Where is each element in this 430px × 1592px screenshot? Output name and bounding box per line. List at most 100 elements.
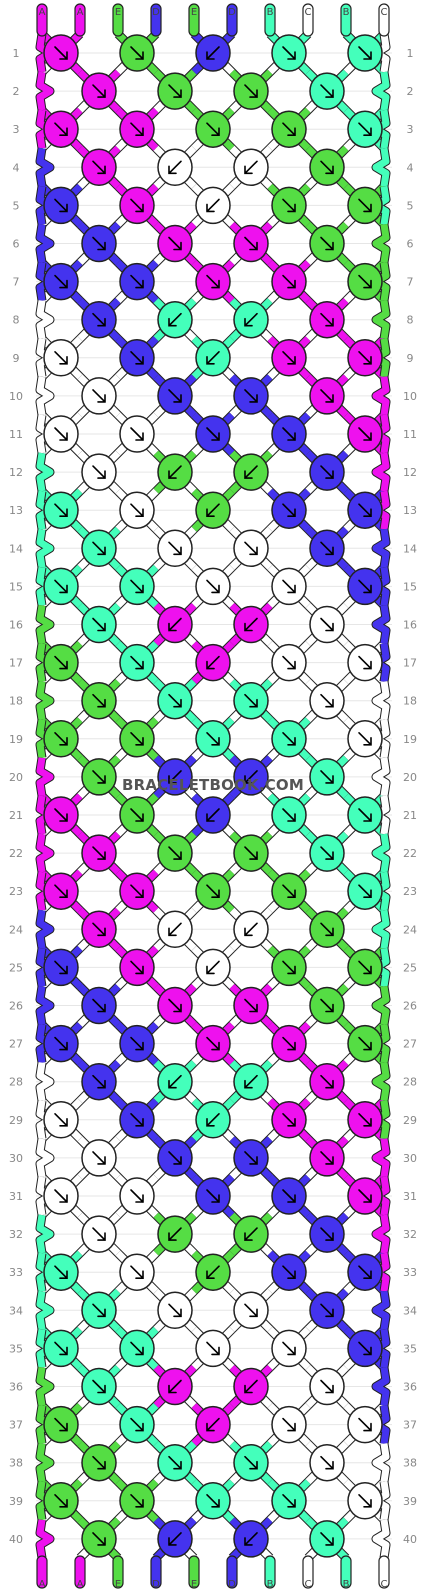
arrow-down-left-icon: [244, 1227, 258, 1241]
arrow-down-right-icon: [282, 1036, 296, 1051]
arrow-down-right-icon: [358, 1189, 372, 1203]
knot: [271, 1177, 307, 1215]
knot: [157, 529, 193, 568]
knot: [271, 339, 307, 377]
knot: [43, 567, 79, 606]
arrow-down-right-icon: [320, 1227, 334, 1241]
row-number-right: 7: [407, 276, 414, 289]
knot: [43, 1405, 79, 1444]
knot: [195, 1329, 231, 1368]
knot: [157, 1520, 193, 1558]
knot: [195, 110, 231, 148]
knot: [119, 948, 155, 987]
knot: [271, 567, 307, 606]
knot: [195, 872, 231, 910]
arrow-down-right-icon: [282, 884, 296, 898]
edge-strand-right: [372, 1519, 390, 1559]
edge-strand-left: [36, 300, 54, 340]
knot: [43, 491, 79, 529]
knot: [347, 491, 383, 529]
strand-end-top: [36, 3, 48, 37]
arrow-down-right-icon: [54, 1494, 68, 1508]
knot: [157, 72, 193, 110]
arrow-down-right-icon: [320, 84, 334, 98]
arrow-down-right-icon: [54, 46, 68, 60]
row-number-left: 9: [13, 352, 20, 365]
arrow-down-right-icon: [320, 465, 334, 479]
arrow-down-right-icon: [320, 1532, 334, 1546]
arrow-down-right-icon: [92, 1532, 106, 1546]
arrow-down-left-icon: [206, 960, 220, 975]
knot: [347, 720, 383, 758]
strand-end-bottom: [188, 1555, 200, 1589]
knot: [309, 148, 345, 187]
knot: [271, 1101, 307, 1139]
knot: [309, 72, 345, 110]
knot: [195, 796, 231, 834]
knot: [347, 415, 383, 453]
knot: [119, 262, 155, 301]
knot: [309, 453, 345, 491]
arrow-down-left-icon: [168, 922, 182, 937]
knot: [195, 948, 231, 987]
arrow-down-right-icon: [130, 732, 144, 746]
arrow-down-right-icon: [54, 1189, 68, 1203]
arrow-down-right-icon: [92, 617, 106, 632]
row-number-left: 20: [9, 771, 23, 784]
knot: [119, 491, 155, 529]
edge-strand-right: [372, 604, 390, 645]
knot: [81, 1291, 117, 1330]
knot: [81, 910, 117, 949]
row-number-left: 29: [9, 1114, 23, 1127]
arrow-down-right-icon: [358, 1036, 372, 1051]
knot: [43, 339, 79, 377]
knot: [233, 910, 269, 949]
arrow-down-left-icon: [244, 312, 258, 327]
arrow-down-right-icon: [206, 1494, 220, 1508]
arrow-down-right-icon: [358, 122, 372, 136]
knot: [157, 453, 193, 491]
knot: [309, 529, 345, 568]
knot: [157, 910, 193, 949]
knot: [271, 1024, 307, 1063]
knot: [195, 339, 231, 377]
strand-label-top: E: [191, 7, 197, 18]
knot: [195, 643, 231, 682]
arrow-down-right-icon: [320, 846, 334, 860]
arrow-down-right-icon: [92, 1074, 106, 1089]
arrow-down-left-icon: [168, 465, 182, 479]
knot: [81, 453, 117, 491]
arrow-down-right-icon: [54, 274, 68, 289]
row-number-right: 16: [403, 619, 417, 632]
knot: [271, 262, 307, 301]
arrow-down-right-icon: [282, 1189, 296, 1203]
row-number-right: 40: [403, 1533, 417, 1546]
arrow-down-right-icon: [130, 503, 144, 517]
knot: [233, 453, 269, 491]
knot: [233, 1062, 269, 1101]
row-number-right: 33: [403, 1266, 417, 1279]
edge-strand-right: [372, 1062, 390, 1102]
knot: [195, 34, 231, 72]
row-number-left: 17: [9, 657, 23, 670]
row-number-left: 4: [13, 161, 20, 174]
row-number-right: 17: [403, 657, 417, 670]
arrow-down-right-icon: [206, 579, 220, 594]
row-number-left: 40: [9, 1533, 23, 1546]
strand-label-bottom: D: [228, 1579, 236, 1590]
arrow-down-right-icon: [282, 579, 296, 594]
arrow-down-right-icon: [206, 1341, 220, 1356]
row-number-right: 25: [403, 961, 417, 974]
strand-label-bottom: C: [305, 1579, 312, 1590]
row-number-right: 5: [407, 199, 414, 212]
knot: [81, 986, 117, 1025]
edge-strand-left: [36, 376, 54, 416]
strand-end-top: [264, 3, 276, 37]
edge-strand-right: [372, 528, 390, 568]
knot: [43, 262, 79, 301]
arrow-down-right-icon: [92, 236, 106, 251]
arrow-down-right-icon: [358, 274, 372, 289]
arrow-down-right-icon: [54, 579, 68, 594]
edge-strand-left: [36, 1138, 54, 1178]
